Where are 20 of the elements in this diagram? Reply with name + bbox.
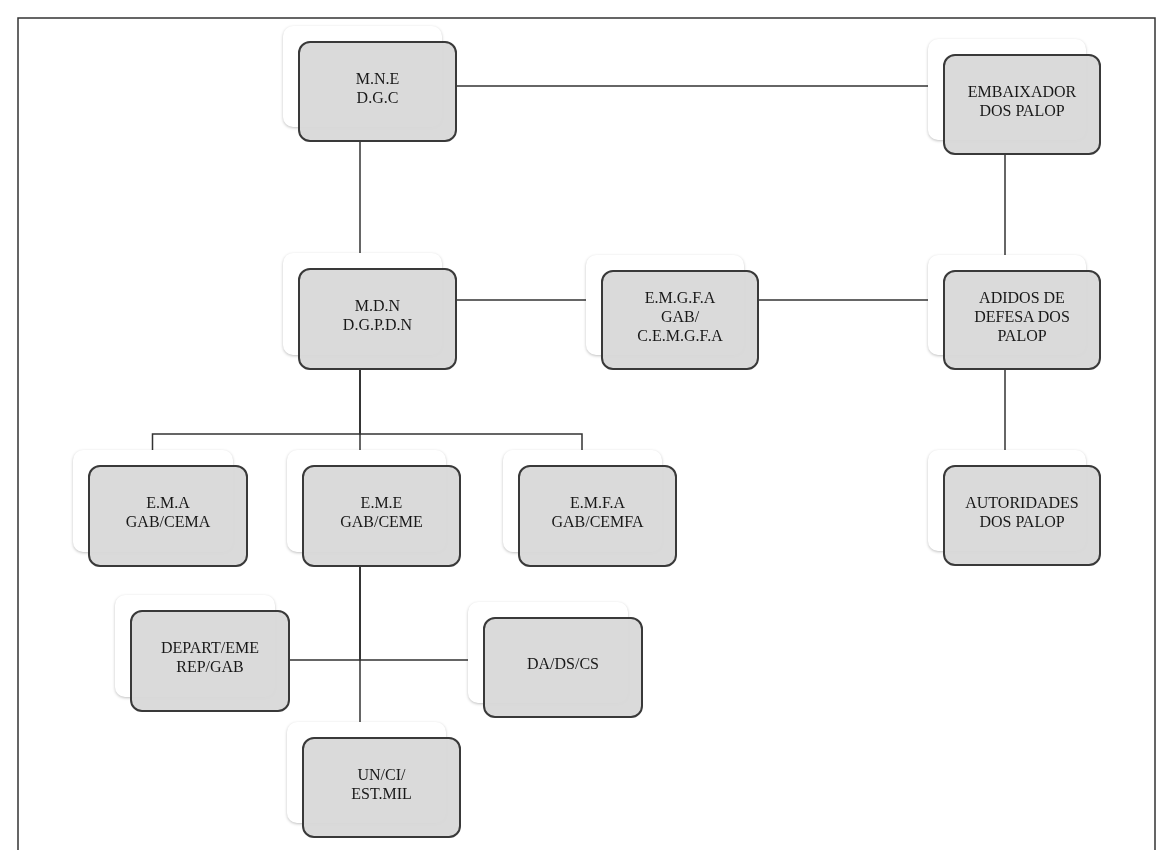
connector-line	[456, 299, 587, 301]
unit-label: UN/CI/ EST.MIL	[350, 764, 413, 803]
connector-line	[359, 141, 361, 254]
unit-label: EMBAIXADOR DOS PALOP	[966, 81, 1078, 120]
unit-label: DEPART/EME REP/GAB	[160, 638, 260, 676]
unit-label: M.D.N D.G.P.D.N	[341, 296, 414, 334]
unit-label: AUTORIDADES DOS PALOP	[964, 492, 1080, 531]
connector-line	[1004, 369, 1006, 451]
unit-label: DA/DS/CS	[526, 654, 600, 673]
connector-line	[456, 85, 929, 87]
unit-label: E.M.E GAB/CEME	[339, 493, 424, 531]
connector-line	[758, 299, 929, 301]
unit-label: ADIDOS DE DEFESA DOS PALOP	[973, 287, 1071, 345]
connector-line	[359, 566, 361, 723]
unit-label: E.M.G.F.A GAB/ C.E.M.G.F.A	[636, 287, 724, 345]
connector-line	[359, 369, 583, 451]
unit-label: M.N.E D.G.C	[354, 68, 401, 107]
connector-line	[1004, 154, 1006, 256]
unit-label: E.M.F.A GAB/CEMFA	[550, 493, 645, 531]
unit-label: E.M.A GAB/CEMA	[124, 493, 212, 531]
